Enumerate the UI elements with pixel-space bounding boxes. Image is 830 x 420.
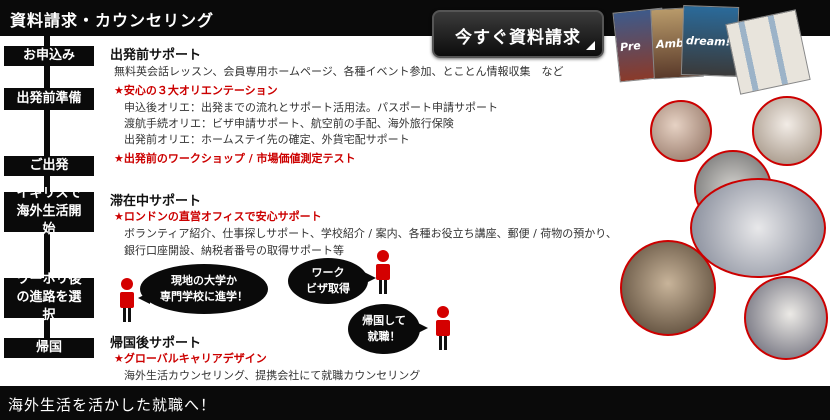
step-apply: お申込み bbox=[4, 46, 94, 66]
orientation-item: 渡航手続オリエ：ビザ申請サポート、航空前の手配、海外旅行保険 bbox=[124, 117, 454, 130]
step-label: 帰国 bbox=[35, 340, 62, 355]
timeline-spine bbox=[44, 36, 50, 346]
study-bubble: 現地の大学か 専門学校に進学！ bbox=[140, 264, 268, 314]
step-career-choice: ワーホリ後の進路を選択 bbox=[4, 272, 94, 323]
after-return-title: 帰国後サポート bbox=[110, 336, 202, 351]
step-preparation: 出発前準備 bbox=[4, 88, 94, 110]
step-label: お申込み bbox=[22, 48, 75, 63]
pre-departure-line: 無料英会話レッスン、会員専用ホームページ、各種イベント参加、とことん情報収集 な… bbox=[114, 65, 564, 78]
pre-departure-title: 出発前サポート bbox=[110, 48, 202, 63]
work-visa-bubble: ワーク ビザ取得 bbox=[288, 258, 368, 304]
return-job-bubble: 帰国して 就職！ bbox=[348, 304, 420, 354]
orientation-item: 出発前オリエ：ホームステイ先の確定、外貨宅配サポート bbox=[124, 133, 410, 146]
brochure-image: Pre Amb dream! bbox=[612, 5, 812, 106]
photo-circle bbox=[690, 178, 826, 278]
step-label: 出発前準備 bbox=[16, 91, 82, 106]
work-visa-bubble-text: ワーク ビザ取得 bbox=[306, 266, 350, 295]
person-icon bbox=[434, 306, 452, 350]
request-materials-button[interactable]: 今すぐ資料請求 bbox=[432, 10, 604, 58]
step-label: ワーホリ後の進路を選択 bbox=[16, 272, 82, 323]
photo-circle bbox=[752, 96, 822, 166]
footer-text: 海外生活を活かした就職へ！ bbox=[8, 396, 217, 414]
bubble-tail bbox=[138, 292, 150, 304]
step-return: 帰国 bbox=[4, 338, 94, 358]
orientation-item: 申込後オリエ：出発までの流れとサポート活用法。パスポート申請サポート bbox=[124, 101, 498, 114]
london-office-highlight: ★ロンドンの直営オフィスで安心サポート bbox=[114, 210, 322, 223]
during-stay-line: 銀行口座開設、納税者番号の取得サポート等 bbox=[124, 244, 344, 257]
footer-bar: 海外生活を活かした就職へ！ bbox=[0, 386, 830, 420]
step-departure: ご出発 bbox=[4, 156, 94, 176]
photo-circle bbox=[650, 100, 712, 162]
career-design-highlight: ★グローバルキャリアデザイン bbox=[114, 352, 267, 365]
request-materials-label: 今すぐ資料請求 bbox=[455, 28, 581, 48]
study-bubble-text: 現地の大学か 専門学校に進学！ bbox=[160, 274, 248, 303]
person-icon bbox=[118, 278, 136, 322]
step-life-start: イギリスで海外生活開始 bbox=[4, 186, 94, 237]
magazine-cover-title: Amb bbox=[655, 36, 685, 52]
person-icon bbox=[374, 250, 392, 294]
during-stay-title: 滞在中サポート bbox=[110, 194, 202, 209]
magazine-open bbox=[725, 9, 811, 95]
step-label: イギリスで海外生活開始 bbox=[16, 186, 82, 237]
magazine-cover-title: dream! bbox=[685, 34, 731, 49]
photo-circle bbox=[744, 276, 828, 360]
bubble-tail bbox=[364, 272, 376, 284]
bubble-tail bbox=[416, 322, 428, 334]
magazine-cover-title: Pre bbox=[619, 39, 642, 55]
orientation-highlight: ★安心の３大オリエンテーション bbox=[114, 84, 278, 97]
after-return-line: 海外生活カウンセリング、提携会社にて就職カウンセリング bbox=[124, 369, 421, 382]
return-job-bubble-text: 帰国して 就職！ bbox=[362, 314, 406, 343]
workshop-highlight: ★出発前のワークショップ / 市場価値測定テスト bbox=[114, 152, 356, 165]
during-stay-line: ボランティア紹介、仕事探しサポート、学校紹介 / 案内、各種お役立ち講座、郵便 … bbox=[124, 227, 617, 240]
page-title: 資料請求・カウンセリング bbox=[10, 11, 215, 30]
photo-circle bbox=[620, 240, 716, 336]
corner-arrow-icon bbox=[586, 41, 595, 50]
step-label: ご出発 bbox=[29, 158, 69, 173]
